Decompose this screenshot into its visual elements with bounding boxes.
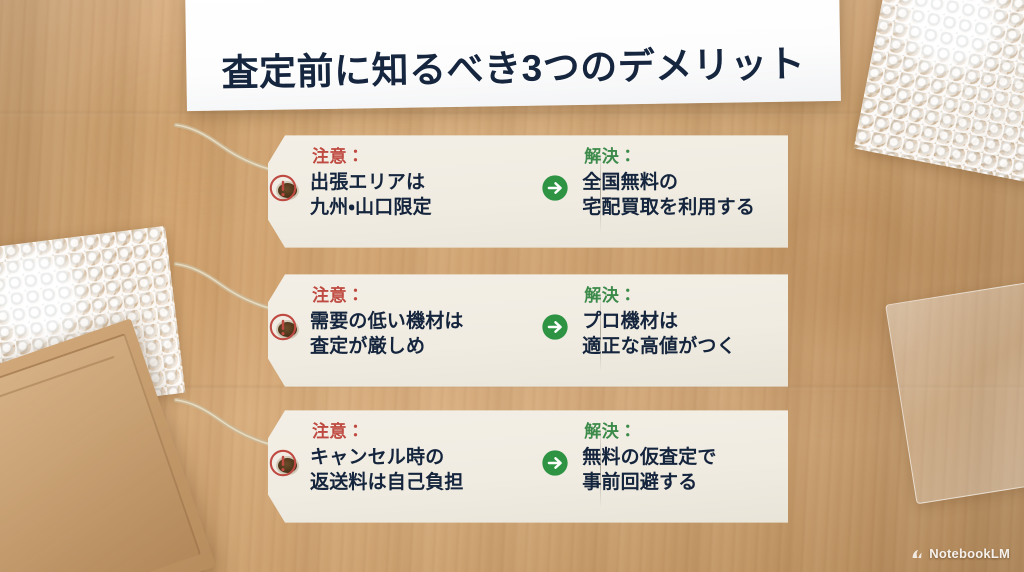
warning-kicker: 注意： bbox=[312, 286, 365, 305]
solution-column: 解決： プロ機材は 適正な高値がつく bbox=[540, 272, 788, 389]
page-title: 査定前に知るべき3つのデメリット bbox=[221, 43, 806, 94]
solution-text: プロ機材は 適正な高値がつく bbox=[582, 309, 736, 360]
watermark-text: NotebookLM bbox=[929, 546, 1010, 561]
exclamation-circle-icon bbox=[269, 313, 297, 340]
warning-kicker: 注意： bbox=[312, 147, 365, 166]
warning-text: 需要の低い機材は 査定が厳しめ bbox=[310, 309, 464, 360]
solution-text: 全国無料の 宅配買取を利用する bbox=[582, 170, 755, 221]
column-divider bbox=[600, 151, 601, 233]
warning-text: 出張エリアは 九州・山口限定 bbox=[310, 170, 432, 221]
wood-plank-seam bbox=[0, 112, 1024, 115]
warning-column: 注意： 出張エリアは 九州・山口限定 bbox=[268, 133, 540, 250]
tag-card bbox=[268, 410, 788, 523]
column-divider bbox=[600, 426, 601, 508]
wood-plank-seam bbox=[0, 386, 1024, 389]
tag-content: 注意： 出張エリアは 九州・山口限定 bbox=[268, 133, 788, 250]
solution-kicker: 解決： bbox=[584, 286, 637, 305]
warning-line: キャンセル時の bbox=[310, 446, 445, 468]
solution-column: 解決： 全国無料の 宅配買取を利用する bbox=[540, 133, 788, 250]
solution-column: 解決： 無料の仮査定で 事前回避する bbox=[540, 408, 788, 525]
solution-kicker: 解決： bbox=[584, 147, 637, 166]
tag-content: 注意： キャンセル時の 返送料は自己負担 bbox=[268, 408, 788, 525]
solution-kicker: 解決： bbox=[584, 422, 637, 441]
solution-line: 適正な高値がつく bbox=[582, 335, 736, 357]
solution-line: プロ機材は bbox=[582, 310, 679, 332]
warning-line: 需要の低い機材は bbox=[310, 310, 464, 332]
solution-line: 事前回避する bbox=[582, 471, 698, 493]
watermark: NotebookLM bbox=[910, 546, 1010, 561]
warning-line: 出張エリアは bbox=[310, 171, 426, 193]
warning-column: 注意： 需要の低い機材は 査定が厳しめ bbox=[268, 272, 540, 389]
solution-line: 無料の仮査定で bbox=[582, 446, 717, 468]
warning-kicker: 注意： bbox=[312, 422, 365, 441]
warning-line: 返送料は自己負担 bbox=[310, 471, 464, 493]
tag-card bbox=[268, 274, 788, 387]
tag-content: 注意： 需要の低い機材は 査定が厳しめ bbox=[268, 272, 788, 389]
warning-line: 九州・山口限定 bbox=[310, 196, 432, 218]
solution-line: 宅配買取を利用する bbox=[582, 196, 756, 218]
exclamation-circle-icon bbox=[269, 174, 297, 201]
solution-text: 無料の仮査定で 事前回避する bbox=[582, 445, 716, 496]
warning-line: 査定が厳しめ bbox=[310, 335, 426, 357]
arrow-right-circle-icon bbox=[542, 174, 568, 201]
arrow-right-circle-icon bbox=[542, 449, 568, 476]
column-divider bbox=[600, 290, 601, 372]
warning-column: 注意： キャンセル時の 返送料は自己負担 bbox=[268, 408, 540, 525]
solution-line: 全国無料の bbox=[582, 171, 679, 193]
tag-card bbox=[268, 135, 788, 248]
arrow-right-circle-icon bbox=[542, 313, 568, 340]
exclamation-circle-icon bbox=[269, 449, 297, 476]
notebooklm-logo-icon bbox=[912, 549, 923, 558]
warning-text: キャンセル時の 返送料は自己負担 bbox=[310, 445, 464, 496]
title-banner: 査定前に知るべき3つのデメリット bbox=[185, 0, 841, 112]
